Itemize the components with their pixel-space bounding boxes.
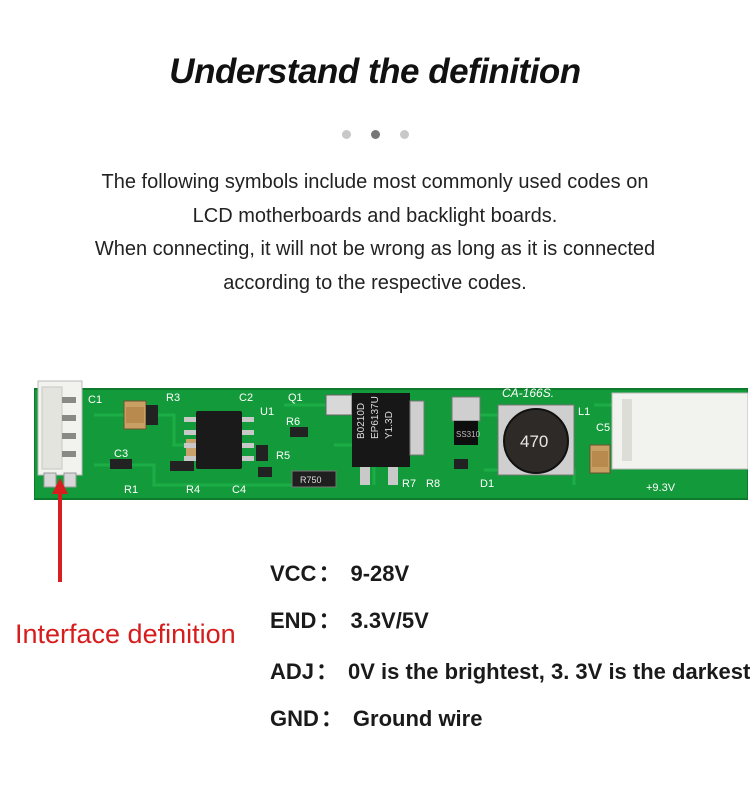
carousel-dot-2[interactable] <box>370 130 380 139</box>
resistor-r750 <box>291 470 337 488</box>
definition-separator: ： <box>316 659 339 684</box>
definition-value: Ground wire <box>352 706 483 731</box>
svg-text:R8: R8 <box>426 478 440 490</box>
intro-paragraph-2: When connecting, it will not be wrong as… <box>0 232 750 300</box>
ic-text-1: B0210D <box>356 403 367 439</box>
pcb-board-image: R750 B0210D EP6137U Y1.3D SS310 470 C1 C… <box>34 380 748 500</box>
carousel-dots <box>0 126 750 144</box>
board-voltage-label: +9.3V <box>646 482 676 494</box>
definition-row-end: END： 3.3V/5V <box>270 603 429 635</box>
svg-text:R4: R4 <box>186 484 200 496</box>
definition-separator: ： <box>320 706 343 731</box>
definition-key: ADJ <box>270 659 315 684</box>
page-title: Understand the definition <box>169 52 581 91</box>
svg-text:C2: C2 <box>239 392 253 404</box>
definition-row-gnd: GND： Ground wire <box>270 701 482 733</box>
silkscreen-labels: C1 C2 C3 C4 C5 R1 R3 R4 R5 R6 R7 R8 U1 Q… <box>88 392 610 496</box>
definition-row-adj: ADJ： 0V is the brightest, 3. 3V is the da… <box>270 654 750 686</box>
q1-pad <box>325 394 353 416</box>
svg-text:R1: R1 <box>124 484 138 496</box>
definition-key: GND <box>270 706 319 731</box>
diode-d1 <box>454 421 478 445</box>
definition-value: 3.3V/5V <box>350 608 429 633</box>
capacitors <box>123 400 611 474</box>
resistors <box>110 405 468 477</box>
carousel-dot-3[interactable] <box>399 130 409 139</box>
intro-line-3: When connecting, it will not be wrong as… <box>94 238 656 260</box>
intro-paragraph-1: The following symbols include most commo… <box>0 165 750 233</box>
definition-row-vcc: VCC： 9-28V <box>270 556 409 588</box>
intro-line-2: LCD motherboards and backlight boards. <box>192 205 558 227</box>
intro-line-1: The following symbols include most commo… <box>101 171 649 193</box>
svg-text:D1: D1 <box>480 478 494 490</box>
resistor-r750-text: R750 <box>300 475 322 485</box>
inductor-text: 470 <box>520 432 548 451</box>
definition-key: END <box>270 608 317 633</box>
arrow-up-icon <box>52 478 68 494</box>
arrow-shaft <box>58 490 62 582</box>
svg-text:R7: R7 <box>402 478 416 490</box>
svg-text:C4: C4 <box>232 484 246 496</box>
regulator-chip <box>352 393 410 467</box>
board-model-label: CA-166S. <box>502 386 554 400</box>
svg-text:C5: C5 <box>596 422 610 434</box>
ic-text-2: EP6137U <box>370 396 381 439</box>
definition-value: 0V is the brightest, 3. 3V is the darkes… <box>348 659 750 684</box>
svg-text:U1: U1 <box>260 406 274 418</box>
definition-separator: ： <box>318 561 341 586</box>
svg-text:C3: C3 <box>114 448 128 460</box>
definition-key: VCC <box>270 561 317 586</box>
svg-text:R3: R3 <box>166 392 180 404</box>
inductor-l1 <box>503 408 569 474</box>
diode-text: SS310 <box>456 430 481 439</box>
svg-text:R5: R5 <box>276 450 290 462</box>
ic-text-3: Y1.3D <box>384 411 395 439</box>
interface-definition-label: Interface definition <box>15 619 236 649</box>
svg-text:C1: C1 <box>88 394 102 406</box>
intro-line-4: according to the respective codes. <box>223 272 527 294</box>
svg-text:R6: R6 <box>286 416 300 428</box>
definition-separator: ： <box>318 608 341 633</box>
ic-u1 <box>196 411 242 469</box>
svg-text:L1: L1 <box>578 406 590 418</box>
svg-text:Q1: Q1 <box>288 392 303 404</box>
carousel-dot-1[interactable] <box>341 130 351 139</box>
definition-value: 9-28V <box>350 561 410 586</box>
right-connector <box>611 392 748 470</box>
